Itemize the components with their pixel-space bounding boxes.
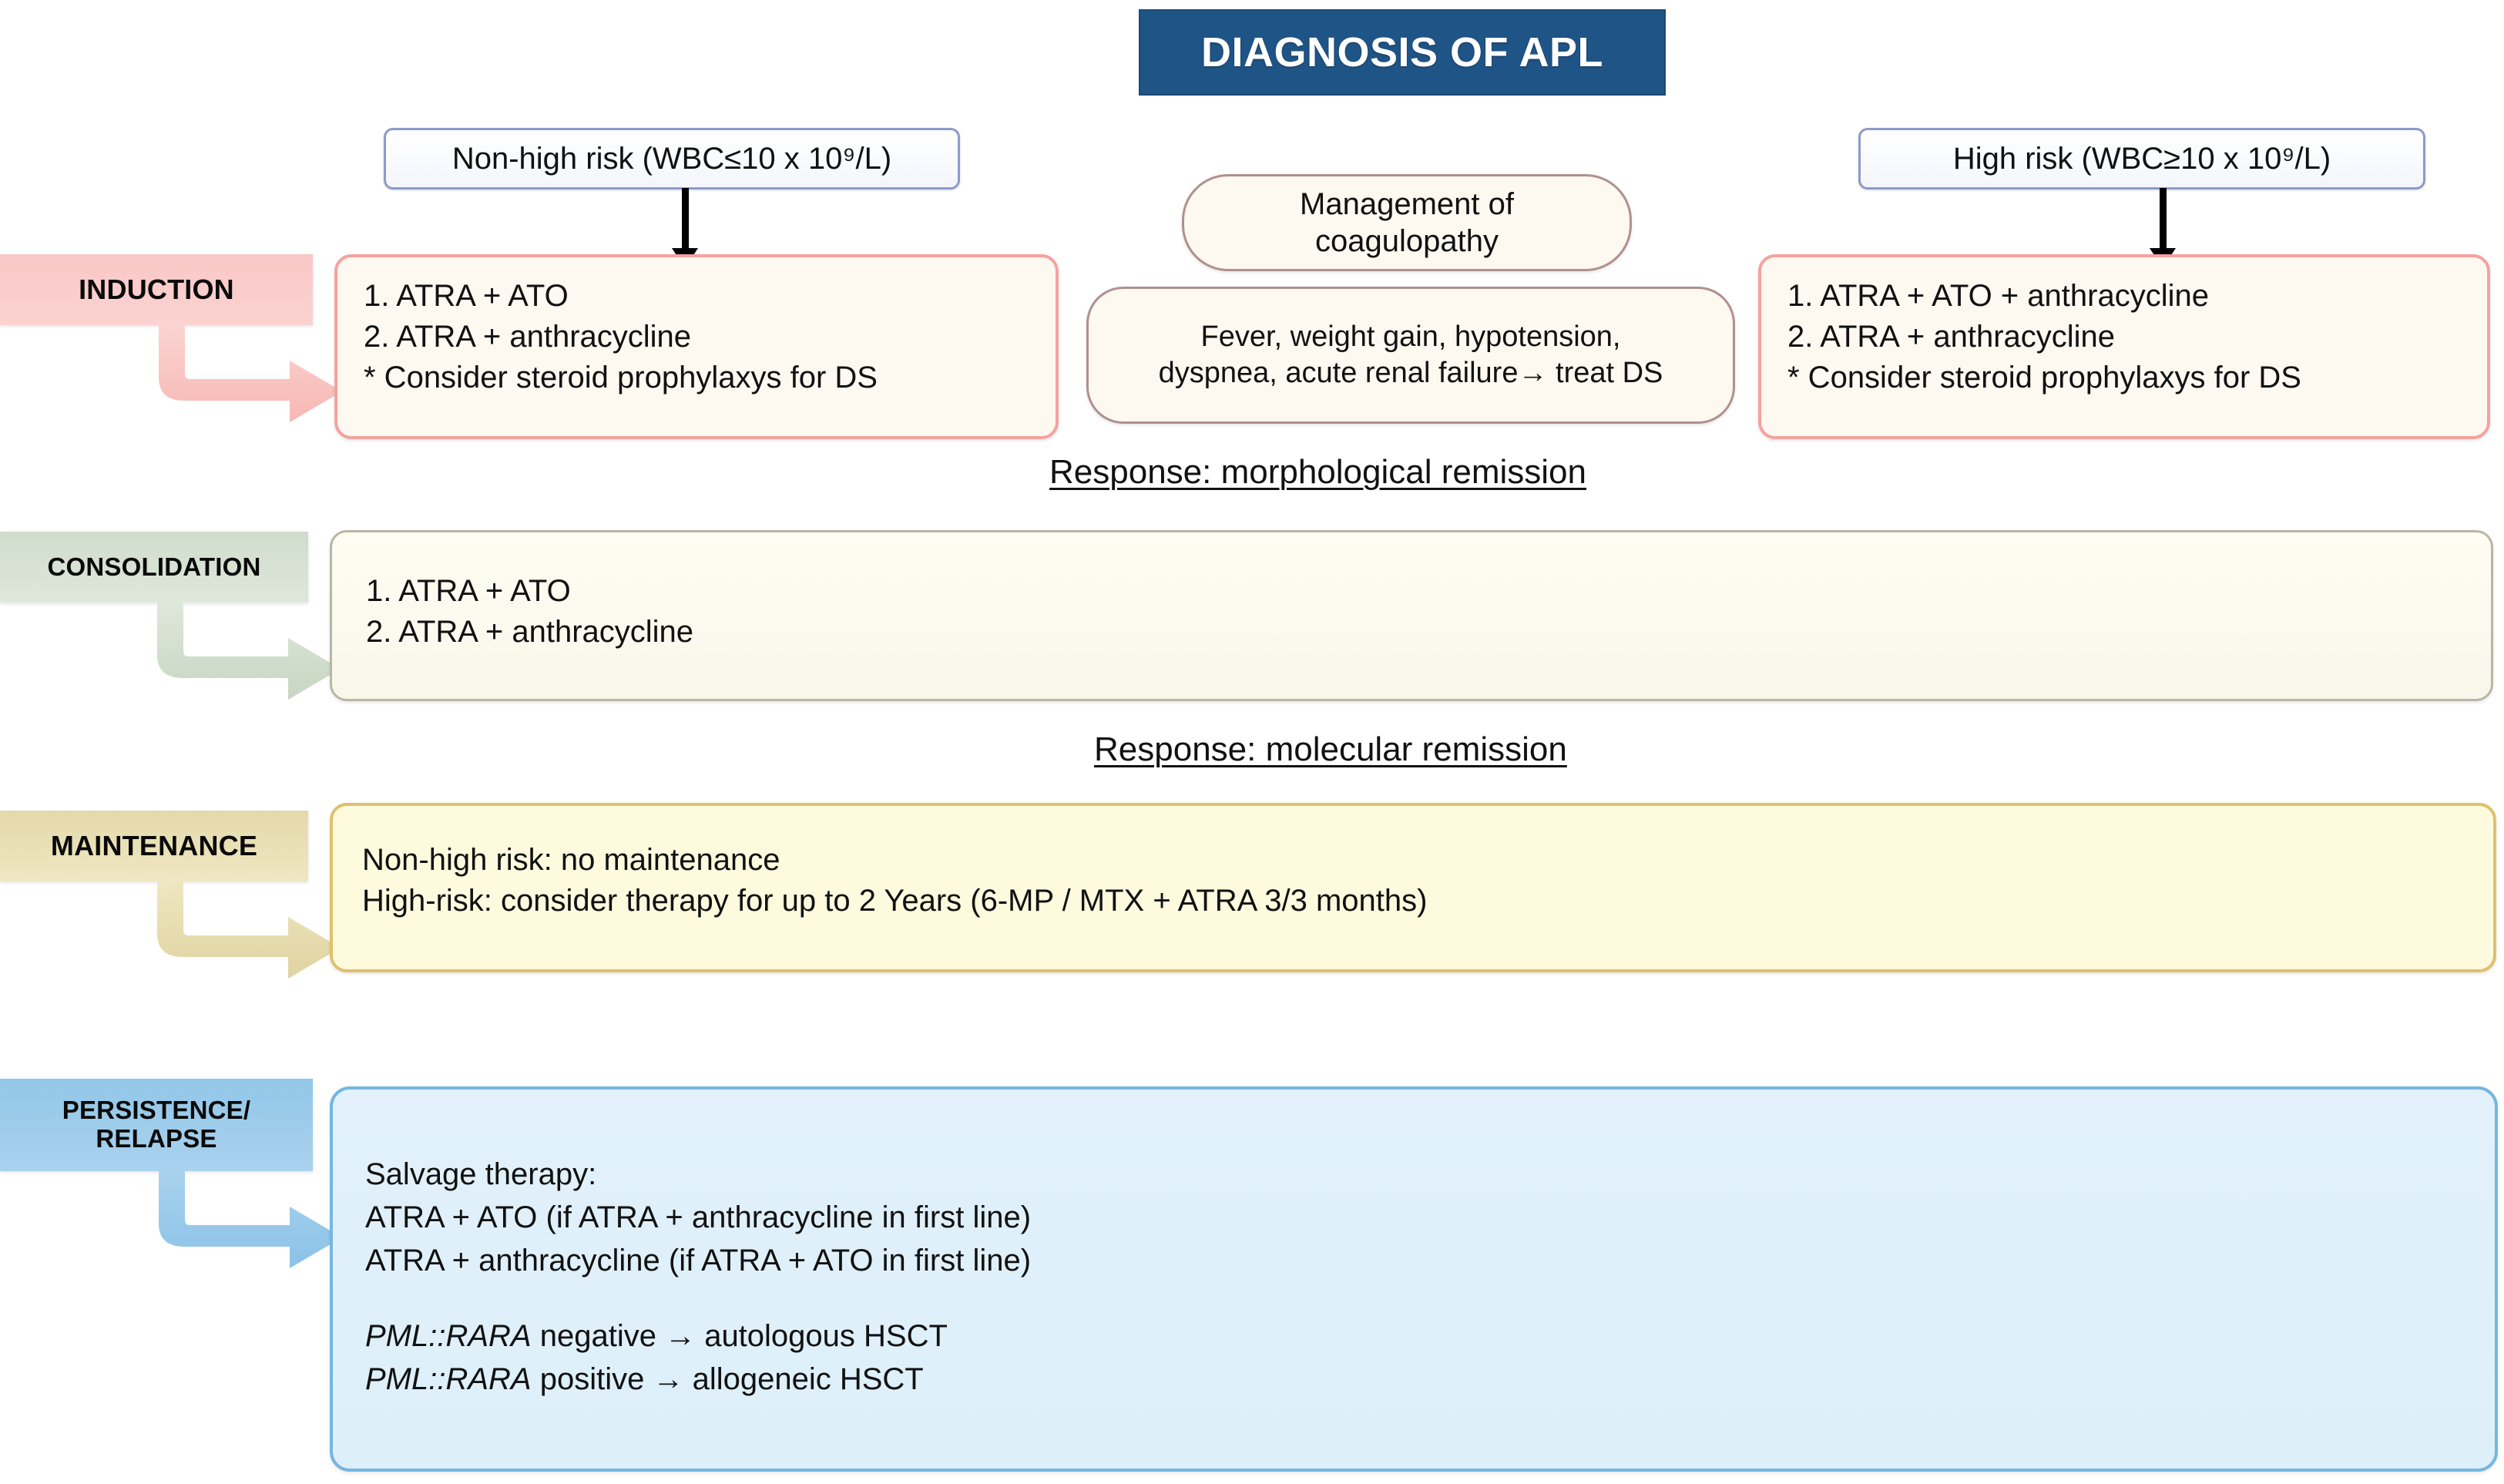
risk-box-high: High risk (WBC≥10 x 10⁹/L) [1858,128,2425,190]
coagulopathy-management-text: Management of coagulopathy [1300,186,1514,260]
ds-line-1: Fever, weight gain, hypotension, [1200,320,1621,353]
induction-card-non-high-risk-body: 1. ATRA + ATO 2. ATRA + anthracycline * … [337,257,1056,416]
consolidation-card: 1. ATRA + ATO 2. ATRA + anthracycline [330,530,2493,701]
elbow-arrow-shape [159,1170,342,1268]
hsct-result-negative: autologous HSCT [696,1319,948,1353]
elbow-arrow-icon-relapse [159,1170,342,1268]
maintenance-card: Non-high risk: no maintenance High-risk:… [330,803,2496,972]
risk-box-non-high: Non-high risk (WBC≤10 x 10⁹/L) [384,128,960,190]
stage-label-maintenance-text: MAINTENANCE [50,829,258,861]
stage-label-induction-text: INDUCTION [79,273,234,305]
arrow-shaft [2160,188,2167,248]
induction-hr-line-3: * Consider steroid prophylaxys for DS [1787,360,2301,395]
differentiation-syndrome-text: Fever, weight gain, hypotension, dyspnea… [1159,319,1663,391]
stage-label-induction: INDUCTION [0,254,313,325]
maintenance-line-1: Non-high risk: no maintenance [362,843,780,877]
stage-label-maintenance: MAINTENANCE [0,811,308,881]
diagram-title-box: DIAGNOSIS OF APL [1139,9,1666,96]
elbow-arrow-icon-consolidation [157,601,341,700]
induction-card-high-risk: 1. ATRA + ATO + anthracycline 2. ATRA + … [1758,254,2490,439]
stage-label-relapse-line-2: RELAPSE [96,1124,217,1153]
elbow-arrow-icon-maintenance [157,880,341,979]
induction-nhr-line-3: * Consider steroid prophylaxys for DS [364,360,878,395]
elbow-arrow-shape [157,601,341,700]
induction-hr-line-1: 1. ATRA + ATO + anthracycline [1787,279,2209,313]
response-morphological-remission: Response: morphological remission [1049,453,1586,491]
consolidation-line-2: 2. ATRA + anthracycline [366,614,694,649]
spacer [365,1282,2462,1314]
induction-hr-line-2: 2. ATRA + anthracycline [1787,319,2116,354]
elbow-arrow-shape [159,324,342,422]
salvage-therapy-heading: Salvage therapy: [365,1157,597,1191]
risk-label-high: High risk (WBC≥10 x 10⁹/L) [1952,141,2331,176]
elbow-arrow-icon-induction [159,324,342,422]
hsct-row-positive: PML::RARA positive → allogeneic HSCT [365,1358,2462,1401]
ds-line-2: dyspnea, acute renal failure→ treat DS [1158,357,1663,389]
gene-name-positive: PML::RARA [365,1362,532,1396]
persistence-relapse-card: Salvage therapy: ATRA + ATO (if ATRA + a… [330,1086,2498,1472]
hsct-status-positive: positive [531,1362,653,1396]
stage-label-consolidation: CONSOLIDATION [0,532,308,603]
hsct-status-negative: negative [531,1319,666,1353]
differentiation-syndrome-box: Fever, weight gain, hypotension, dyspnea… [1086,287,1735,424]
hsct-result-positive: allogeneic HSCT [683,1362,924,1396]
maintenance-line-2: High-risk: consider therapy for up to 2 … [362,883,1428,918]
induction-nhr-line-2: 2. ATRA + anthracycline [364,319,692,354]
risk-label-non-high: Non-high risk (WBC≤10 x 10⁹/L) [451,141,892,176]
gene-name-negative: PML::RARA [365,1319,532,1353]
hsct-arrow-icon-negative: → [665,1319,696,1353]
coagulopathy-top-line-2: coagulopathy [1315,224,1499,258]
elbow-arrow-shape [157,880,341,979]
salvage-line-1: ATRA + ATO (if ATRA + anthracycline in f… [365,1200,1032,1234]
hsct-arrow-icon-positive: → [653,1362,684,1396]
response-molecular-remission: Response: molecular remission [1094,730,1567,768]
induction-card-non-high-risk: 1. ATRA + ATO 2. ATRA + anthracycline * … [334,254,1059,439]
persistence-relapse-card-body: Salvage therapy: ATRA + ATO (if ATRA + a… [333,1089,2495,1464]
arrow-shaft [682,188,689,248]
hsct-row-negative: PML::RARA negative → autologous HSCT [365,1314,2462,1358]
salvage-line-2: ATRA + anthracycline (if ATRA + ATO in f… [365,1244,1032,1278]
consolidation-line-1: 1. ATRA + ATO [366,574,571,608]
induction-card-high-risk-body: 1. ATRA + ATO + anthracycline 2. ATRA + … [1761,257,2487,416]
stage-label-relapse-line-1: PERSISTENCE/ [62,1096,251,1125]
induction-nhr-line-1: 1. ATRA + ATO [364,279,569,313]
stage-label-persistence-relapse-text: PERSISTENCE/ RELAPSE [62,1096,250,1153]
stage-label-persistence-relapse: PERSISTENCE/ RELAPSE [0,1079,313,1171]
consolidation-card-body: 1. ATRA + ATO 2. ATRA + anthracycline [332,532,2491,691]
coagulopathy-top-line-1: Management of [1300,187,1514,221]
stage-label-consolidation-text: CONSOLIDATION [47,552,261,581]
maintenance-card-body: Non-high risk: no maintenance High-risk:… [333,806,2493,955]
page-title: DIAGNOSIS OF APL [1200,29,1604,76]
coagulopathy-management-box: Management of coagulopathy [1182,174,1632,271]
